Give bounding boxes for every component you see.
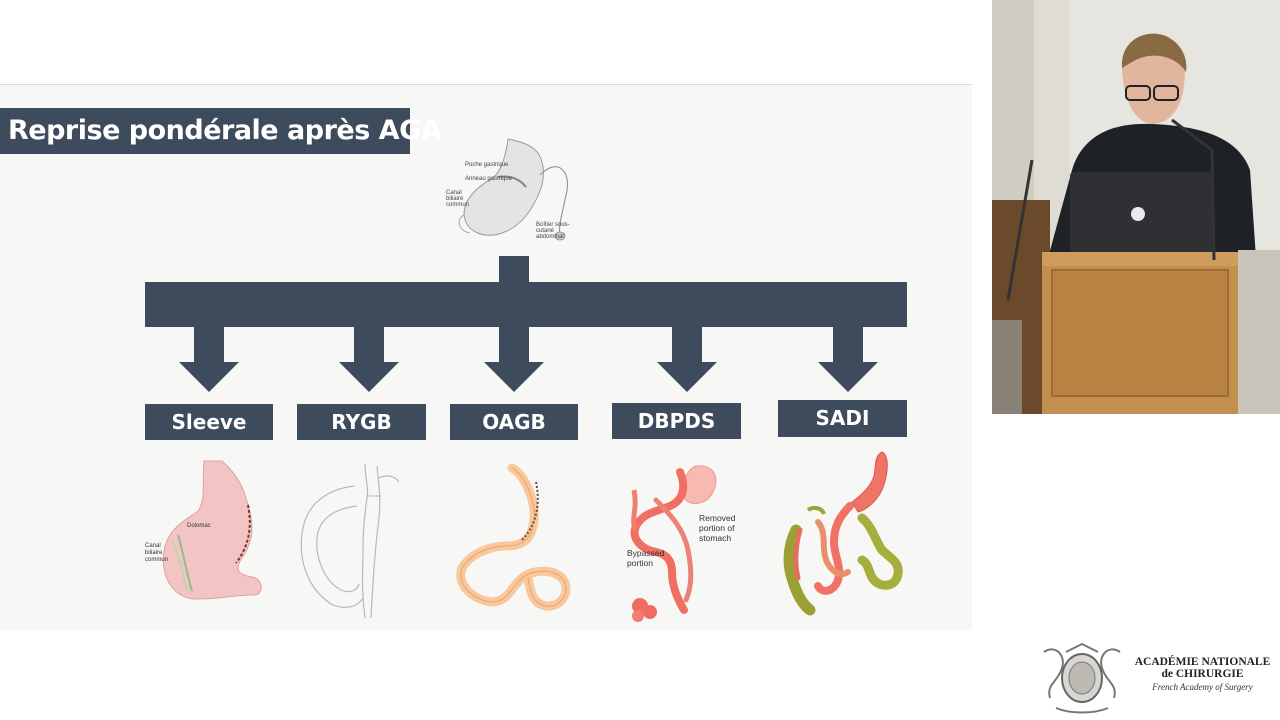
top-label-duct: Canal biliaire commun [446,190,470,208]
dbpds-label-bypassed: Bypassed portion [627,548,665,568]
slide-top-border [0,84,972,85]
logo-line-2: de CHIRURGIE [1161,668,1244,680]
procedure-box-sleeve: Sleeve [145,404,273,440]
dbpds-illustration [630,465,717,622]
academie-logo-text: ACADÉMIE NATIONALE de CHIRURGIE French A… [1130,656,1275,692]
sleeve-illustration [162,460,262,600]
oagb-illustration [456,463,571,611]
top-label-port: Boîtier sous-cutané abdominal [536,222,570,240]
logo-line-1: ACADÉMIE NATIONALE [1134,656,1271,668]
sadi-illustration [783,451,903,616]
slide-title: Reprise pondérale après AGA [0,108,442,154]
logo-line-3: French Academy of Surgery [1152,682,1253,692]
rygb-illustration [300,463,400,619]
dbpds-label-removed: Removed portion of stomach [699,513,736,543]
procedure-box-sadi: SADI [778,400,907,437]
academie-crest-icon [1043,642,1121,714]
sleeve-label-duct: Canal biliaire commun [145,543,169,563]
procedure-box-rygb: RYGB [297,404,426,440]
top-label-pouch: Poche gastrique [465,162,509,168]
branching-diagram [145,256,907,392]
procedure-box-dbpds: DBPDS [612,403,741,439]
gastric-band-illustration [458,138,569,241]
sleeve-label-dolomac: Dolomac [187,523,211,529]
speaker-video [992,0,1280,414]
top-label-band: Anneau gastrique [465,176,513,182]
procedure-box-oagb: OAGB [450,404,578,440]
slide-canvas [0,85,972,630]
